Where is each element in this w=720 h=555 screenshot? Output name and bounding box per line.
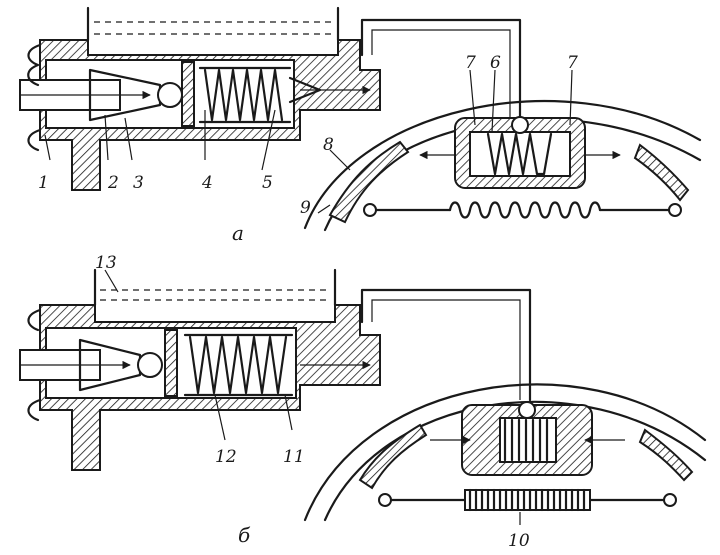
view-b-master-cylinder	[19, 268, 381, 471]
brake-shoe-lining-b	[358, 423, 428, 490]
wheel-cylinder-b	[430, 401, 625, 476]
label-5: 5	[262, 173, 273, 193]
label-1: 1	[38, 173, 49, 193]
wheel-cylinder-a	[419, 116, 621, 189]
label-4: 4	[201, 173, 213, 193]
brake-drum-b	[303, 383, 707, 522]
label-8: 8	[323, 135, 334, 155]
return-spring-a	[363, 201, 682, 219]
label-12: 12	[215, 447, 237, 467]
label-13: 13	[95, 253, 117, 273]
label-6: 6	[490, 53, 501, 73]
brake-drum-a	[303, 99, 702, 230]
label-3: 3	[133, 173, 144, 193]
brake-shoe-lining-a	[328, 140, 410, 224]
label-9: 9	[300, 198, 311, 218]
view-a-master-cylinder	[19, 6, 381, 191]
label-7-right: 7	[567, 53, 578, 73]
label-10: 10	[508, 531, 530, 551]
view-a-caption: а	[232, 221, 244, 245]
return-spring-b	[378, 488, 677, 512]
label-2: 2	[107, 173, 119, 193]
view-b-caption: б	[238, 523, 251, 547]
label-11: 11	[283, 447, 305, 467]
label-7-left: 7	[465, 53, 476, 73]
brake-line-a	[360, 18, 522, 120]
